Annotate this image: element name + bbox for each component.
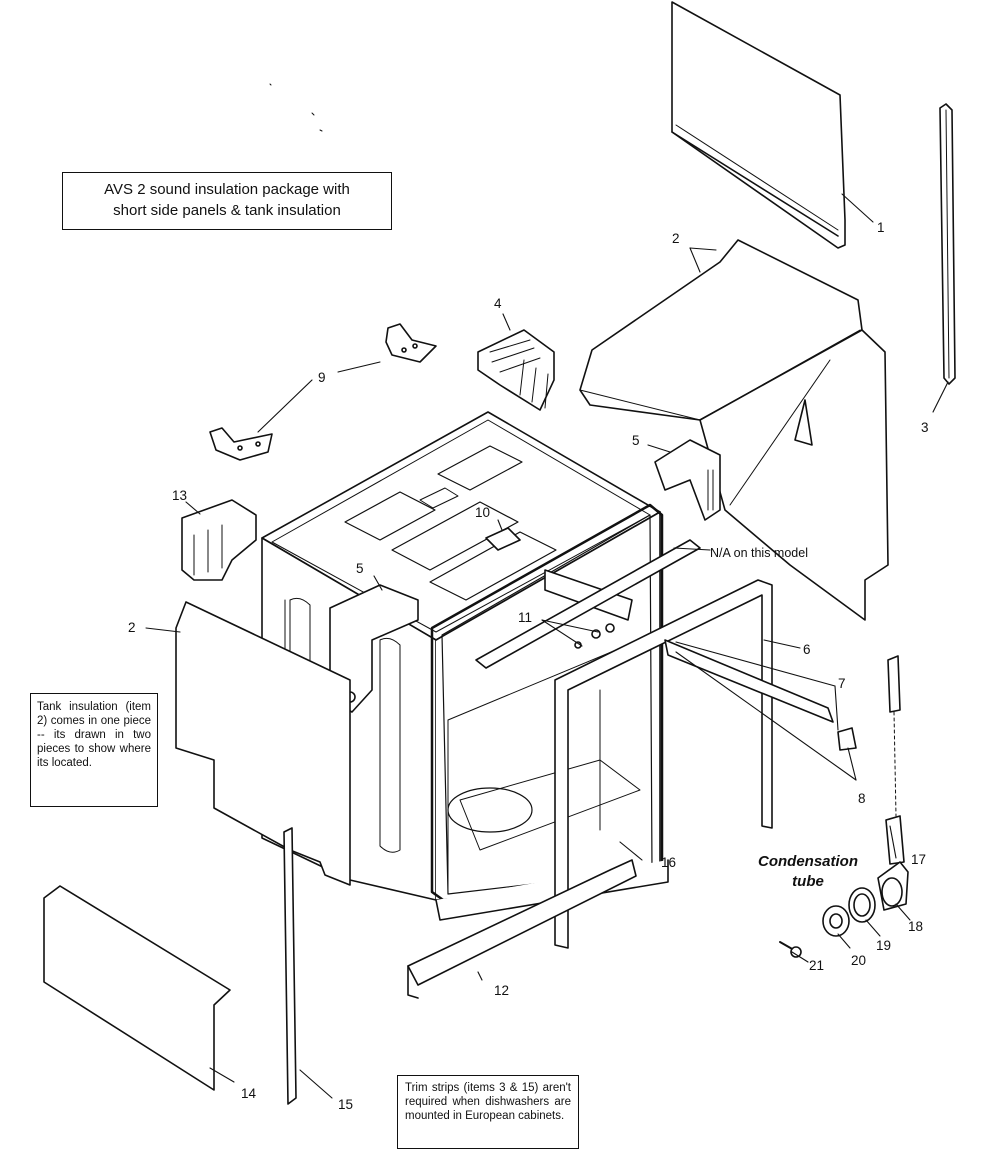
callout-19: 19 [876,938,892,953]
callout-6: 6 [803,642,811,657]
callout-8: 8 [858,791,866,806]
base-rail-part-12 [407,859,637,999]
nut-part-20 [822,905,850,937]
condensation-line-2: tube [792,873,824,890]
callout-11: 11 [518,610,533,625]
spring-arm-parts-7-8 [664,639,857,751]
callout-7: 7 [838,676,846,691]
callout-14: 14 [241,1086,257,1101]
title-line-1: AVS 2 sound insulation package with [104,181,350,198]
speck-marks [269,83,323,132]
callout-16: 16 [661,855,677,870]
callout-12: 12 [494,983,510,998]
condensation-tube-part-17 [885,655,905,865]
callout-13: 13 [172,488,188,503]
callout-4: 4 [494,296,502,311]
elbow-part-18 [877,861,909,911]
callout-5-left: 5 [356,561,364,576]
callout-17: 17 [911,852,927,867]
callout-3: 3 [921,420,929,435]
callout-9: 9 [318,370,326,385]
hinge-parts-9 [209,323,437,461]
callout-21: 21 [809,958,825,973]
callout-2-top: 2 [672,231,680,246]
gasket-part-19 [848,887,876,923]
callout-5-right: 5 [632,433,640,448]
callout-2-left: 2 [128,620,136,635]
callout-20: 20 [851,953,867,968]
callout-18: 18 [908,919,924,934]
callout-10: 10 [475,505,491,520]
latch-part-10 [485,527,521,551]
leader-lines [145,193,949,1099]
callout-1: 1 [877,220,885,235]
title-line-2: short side panels & tank insulation [113,202,341,219]
condensation-tube-label: Condensation tube [742,852,874,892]
side-panel-part-1 [671,1,846,249]
bracket-part-5-right [654,439,721,521]
screw-part-21 [779,941,802,958]
tank-insulation-note: Tank insulation (item 2) comes in one pi… [30,693,158,807]
bracket-part-4 [477,329,555,411]
na-model-label: N/A on this model [710,546,808,560]
trim-strip-part-15 [283,827,297,1105]
bracket-part-13 [181,499,257,581]
trim-strips-note: Trim strips (items 3 & 15) aren't requir… [397,1075,579,1149]
condensation-line-1: Condensation [758,853,858,870]
trim-strip-part-3 [939,103,956,385]
callout-15: 15 [338,1097,354,1112]
title-box: AVS 2 sound insulation package with shor… [62,172,392,230]
kick-panel-part-14 [43,885,231,1091]
rail-part-6 [475,539,773,949]
